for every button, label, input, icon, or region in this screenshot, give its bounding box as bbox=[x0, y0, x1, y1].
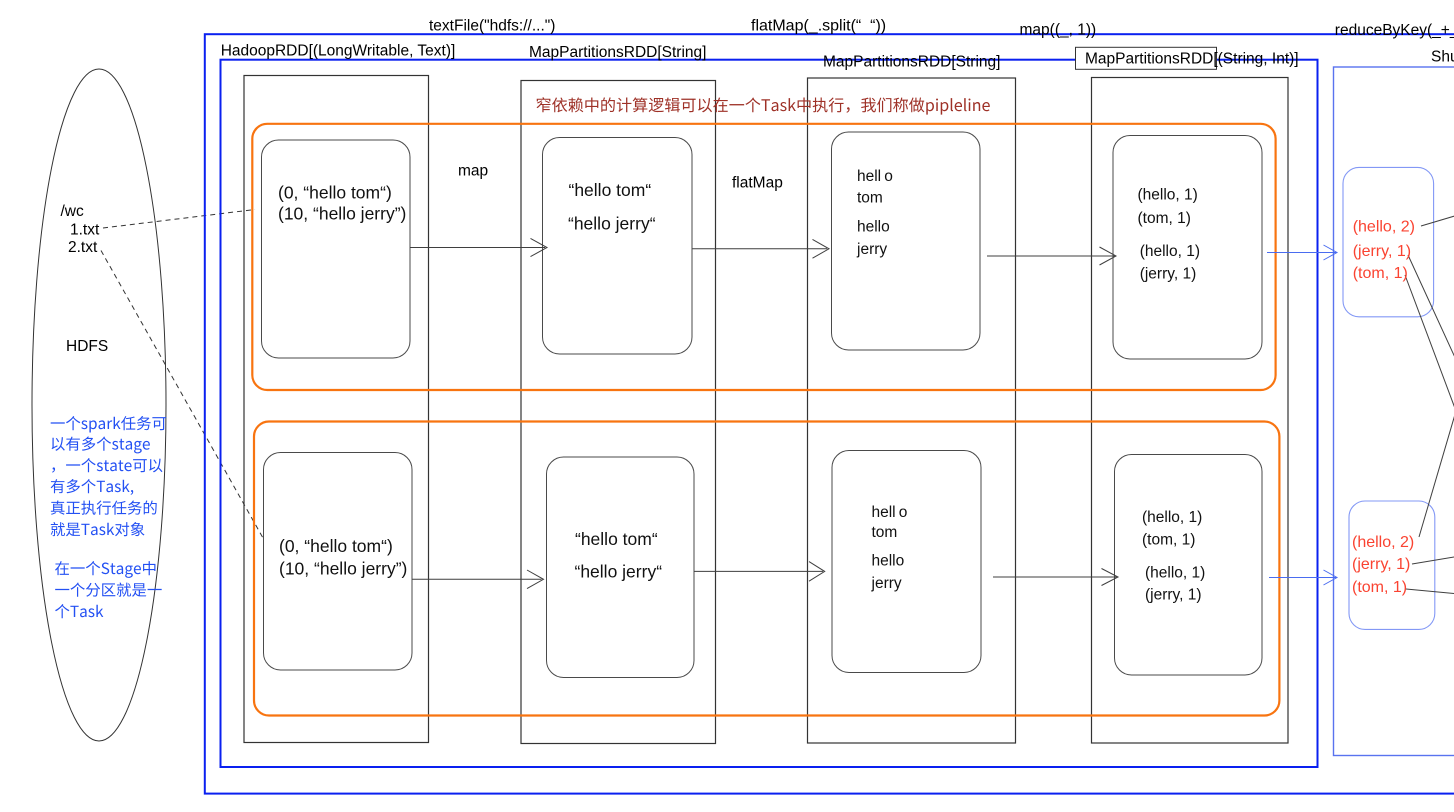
svg-text:tom: tom bbox=[857, 189, 883, 206]
svg-text:(0, “hello tom“): (0, “hello tom“) bbox=[278, 182, 392, 202]
svg-text:(hello, 1): (hello, 1) bbox=[1138, 187, 1198, 204]
svg-text:(tom, 1): (tom, 1) bbox=[1138, 210, 1191, 227]
svg-text:flatMap(_.split(“ “)): flatMap(_.split(“ “)) bbox=[751, 18, 886, 35]
svg-text:jerry: jerry bbox=[871, 575, 902, 592]
svg-text:hell o: hell o bbox=[857, 168, 893, 185]
svg-text:MapPartitionsRDD[String]: MapPartitionsRDD[String] bbox=[823, 54, 1000, 71]
svg-text:“hello jerry“: “hello jerry“ bbox=[575, 562, 663, 582]
svg-text:(tom, 1): (tom, 1) bbox=[1142, 532, 1195, 549]
svg-text:HadoopRDD[(LongWritable, Text): HadoopRDD[(LongWritable, Text)] bbox=[221, 43, 456, 60]
svg-text:textFile("hdfs://..."): textFile("hdfs://...") bbox=[429, 18, 555, 35]
svg-text:reduceByKey(_+_): reduceByKey(_+_) bbox=[1335, 22, 1454, 39]
svg-text:(10, “hello jerry”): (10, “hello jerry”) bbox=[278, 203, 406, 223]
svg-text:/wc: /wc bbox=[61, 203, 85, 220]
svg-text:jerry: jerry bbox=[856, 241, 887, 258]
svg-text:(jerry, 1): (jerry, 1) bbox=[1353, 243, 1411, 260]
svg-text:(jerry, 1): (jerry, 1) bbox=[1140, 265, 1197, 282]
svg-text:HDFS: HDFS bbox=[66, 338, 108, 355]
svg-text:“hello jerry“: “hello jerry“ bbox=[568, 214, 656, 234]
svg-text:(hello, 2): (hello, 2) bbox=[1352, 534, 1414, 551]
svg-text:1.txt: 1.txt bbox=[70, 222, 100, 239]
svg-text:hello: hello bbox=[872, 553, 905, 570]
svg-text:map: map bbox=[458, 163, 488, 180]
svg-text:tom: tom bbox=[872, 524, 898, 541]
svg-text:(hello, 2): (hello, 2) bbox=[1353, 219, 1415, 236]
svg-text:“hello tom“: “hello tom“ bbox=[569, 180, 652, 200]
svg-text:(jerry, 1): (jerry, 1) bbox=[1352, 556, 1410, 573]
svg-text:(10, “hello jerry”): (10, “hello jerry”) bbox=[279, 559, 407, 579]
svg-text:(jerry, 1): (jerry, 1) bbox=[1145, 587, 1202, 604]
svg-text:(hello, 1): (hello, 1) bbox=[1145, 565, 1205, 582]
svg-text:Shu: Shu bbox=[1431, 49, 1454, 66]
svg-text:MapPartitionsRDD[String]: MapPartitionsRDD[String] bbox=[529, 44, 706, 61]
svg-text:2.txt: 2.txt bbox=[68, 239, 98, 256]
svg-text:(tom, 1): (tom, 1) bbox=[1353, 265, 1408, 282]
svg-text:(hello, 1): (hello, 1) bbox=[1140, 243, 1200, 260]
svg-text:MapPartitionsRDD[(String, Int): MapPartitionsRDD[(String, Int)] bbox=[1085, 51, 1299, 68]
svg-text:map((_, 1)): map((_, 1)) bbox=[1020, 22, 1097, 39]
svg-text:(0, “hello tom“): (0, “hello tom“) bbox=[279, 536, 393, 556]
svg-text:“hello tom“: “hello tom“ bbox=[575, 529, 658, 549]
svg-text:hello: hello bbox=[857, 218, 890, 235]
svg-text:flatMap: flatMap bbox=[732, 175, 783, 192]
svg-text:hell o: hell o bbox=[872, 504, 908, 521]
svg-text:(hello, 1): (hello, 1) bbox=[1142, 509, 1202, 526]
svg-text:(tom, 1): (tom, 1) bbox=[1352, 579, 1407, 596]
